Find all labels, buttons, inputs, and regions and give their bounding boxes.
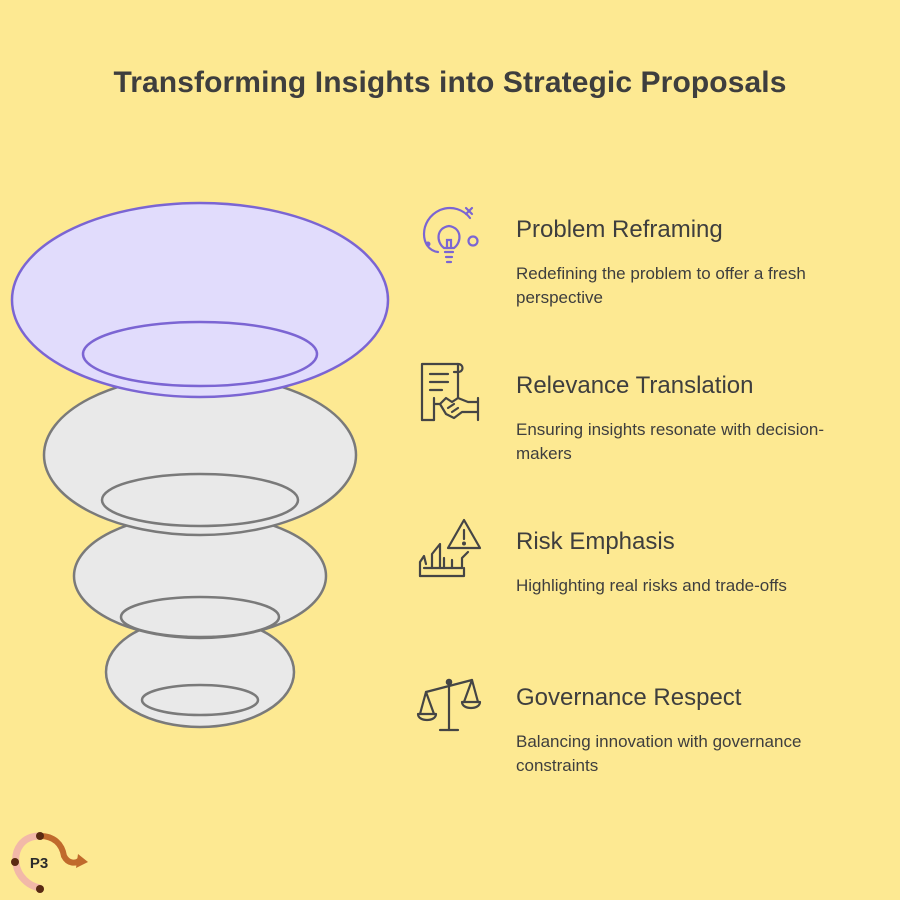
lightbulb-icon xyxy=(423,206,479,264)
item-description: Redefining the problem to offer a fresh … xyxy=(516,264,806,307)
item-description: Highlighting real risks and trade-offs xyxy=(516,576,787,595)
funnel-layer-2 xyxy=(42,373,358,537)
item-heading: Governance Respect xyxy=(516,684,742,711)
funnel-diagram xyxy=(10,201,390,729)
funnel-layer-3 xyxy=(72,512,328,640)
item-description: Balancing innovation with governance con… xyxy=(516,732,802,775)
item-heading: Problem Reframing xyxy=(516,216,723,243)
item-description: Ensuring insights resonate with decision… xyxy=(516,420,825,463)
item-heading: Risk Emphasis xyxy=(516,528,675,555)
page-title: Transforming Insights into Strategic Pro… xyxy=(113,66,787,99)
scale-icon xyxy=(416,678,482,732)
logo-text: P3 xyxy=(30,855,48,872)
item-heading: Relevance Translation xyxy=(516,372,754,399)
warning-hands-icon xyxy=(418,518,482,578)
document-handshake-icon xyxy=(420,362,480,422)
funnel-layer-1 xyxy=(10,201,390,399)
p3-logo: P3 xyxy=(11,832,88,893)
